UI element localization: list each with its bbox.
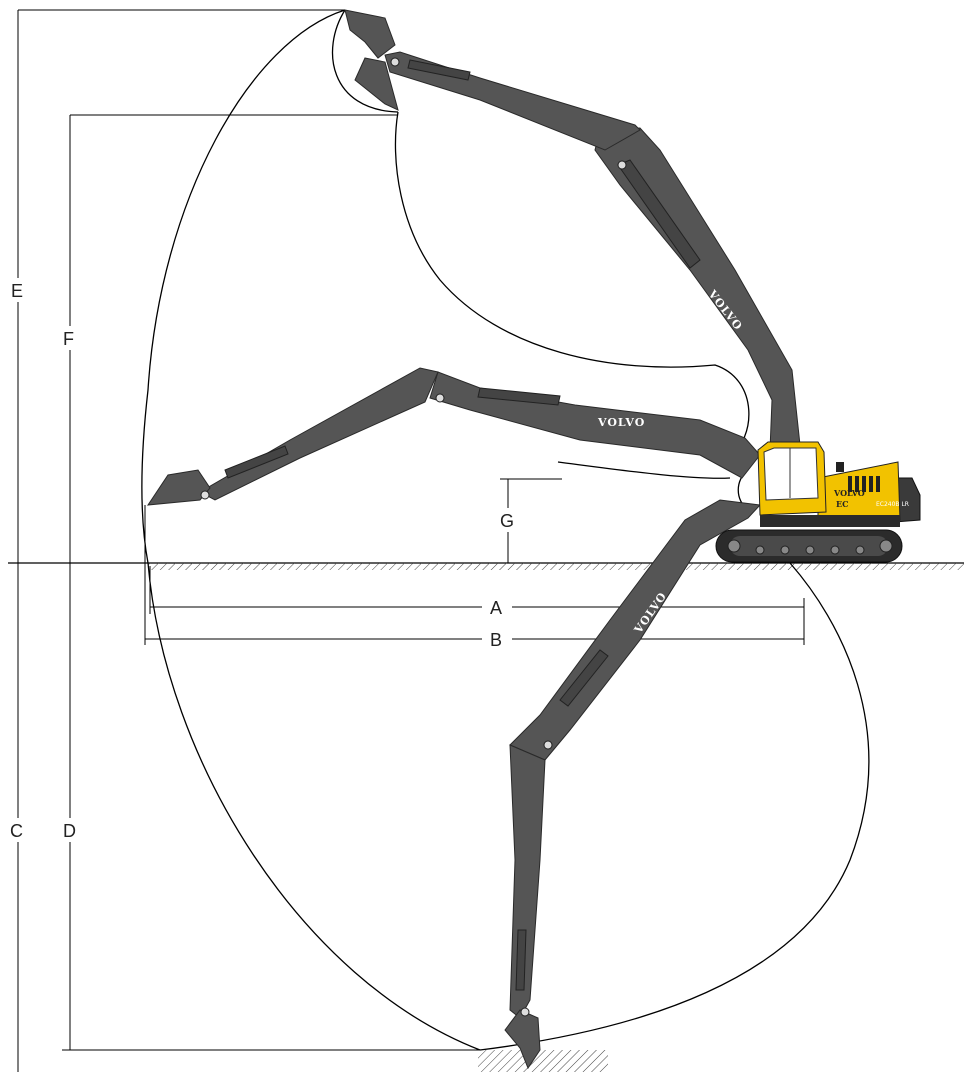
boom-middle xyxy=(429,371,761,479)
cab-window xyxy=(763,447,819,501)
bucket-lower xyxy=(504,1009,541,1070)
dig-depth-hatching xyxy=(478,1050,608,1072)
boom-cylinder-middle xyxy=(477,387,561,406)
boom-cylinder-lower xyxy=(559,649,609,707)
stick-cylinder-upper xyxy=(407,59,471,81)
boom-cylinder-upper xyxy=(617,159,701,269)
lower-envelope-curve xyxy=(479,562,870,1051)
arm-position-max-depth: VOLVO xyxy=(504,499,762,1070)
bucket-middle xyxy=(147,469,211,506)
dimension-label-f: F xyxy=(63,329,74,349)
arm-position-max-height: VOLVO xyxy=(344,9,801,451)
stick-middle xyxy=(198,367,439,501)
exhaust-stack xyxy=(836,462,844,472)
inner-top-curve xyxy=(332,9,399,113)
track-rollers xyxy=(727,539,893,555)
pivot-pin xyxy=(543,740,553,750)
dimension-lines xyxy=(17,9,805,1072)
dimension-label-e: E xyxy=(11,281,23,301)
dimension-label-c: C xyxy=(10,821,23,841)
outer-envelope-curve xyxy=(141,9,481,1051)
excavator-body: VOLVO EC EC240B LR xyxy=(715,441,921,563)
stick-lower xyxy=(509,744,546,1019)
bucket-upper-curl xyxy=(354,57,399,111)
pivot-pin xyxy=(435,393,445,403)
model-plate: EC240B LR xyxy=(876,501,909,508)
working-range-envelope xyxy=(141,9,870,1051)
brand-logo: VOLVO xyxy=(597,416,645,429)
dimension-label-b: B xyxy=(490,630,502,650)
body-brand-logo: VOLVO xyxy=(833,488,865,498)
ground xyxy=(8,562,964,1072)
pivot-pin xyxy=(200,490,210,500)
dimension-label-g: G xyxy=(500,511,514,531)
upper-frame-bottom xyxy=(760,515,900,527)
arm-position-max-reach: VOLVO xyxy=(147,367,761,506)
dimension-label-a: A xyxy=(490,598,502,618)
stick-cylinder-lower xyxy=(515,929,527,991)
ground-hatching xyxy=(148,563,964,570)
bucket-upper xyxy=(344,9,396,59)
cab-badge-ec: EC xyxy=(836,499,848,509)
pivot-pin xyxy=(390,57,400,67)
inner-small-curve xyxy=(557,461,731,479)
engine-grille xyxy=(848,476,880,492)
pivot-pin xyxy=(520,1007,530,1017)
stick-cylinder-middle xyxy=(224,445,289,479)
dimension-label-d: D xyxy=(63,821,76,841)
dimension-label-group: E F C D G A B xyxy=(10,281,514,841)
inner-loop-curve xyxy=(394,111,750,456)
pivot-pin xyxy=(617,160,627,170)
